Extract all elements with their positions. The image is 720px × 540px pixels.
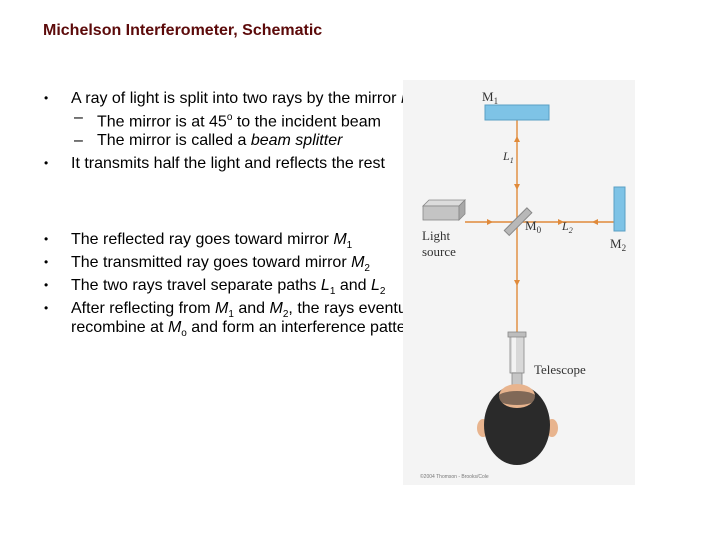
path-subscript: 1 [329,286,336,298]
path-symbol: L [370,277,380,295]
m0-label: M0 [525,218,542,235]
bullet-text: After reflecting from [71,300,216,318]
bullet-dot: • [44,278,49,293]
bullet-text: The two rays travel separate paths [71,277,321,295]
bullet-reflected: • The reflected ray goes toward mirror M… [44,230,464,252]
arrow-left-icon [592,219,598,225]
bullet-dot: • [44,91,49,105]
beam-splitter-term: beam splitter [250,132,343,150]
mirror-symbol: M [167,319,182,337]
light-source-icon [422,199,466,221]
observer-head [477,384,558,465]
light-source-label-1: Light [422,228,451,243]
l1-label: L1 [502,149,514,165]
bullet-text: It transmits half the light and reflects… [71,155,385,173]
slide-title: Michelson Interferometer, Schematic [43,22,323,39]
ray-arrows [487,136,598,286]
light-source-label-2: source [422,244,456,259]
sub-bullet-angle: – The mirror is at 45o to the incident b… [44,108,464,131]
mirror-symbol: M [215,300,229,318]
arrow-down-icon [514,184,520,190]
mirror-subscript: o [181,328,187,340]
sub-bullet-name: – The mirror is called a beam splitter [44,131,464,150]
bullet-text: A ray of light is split into two rays by… [71,90,401,107]
interferometer-figure: M1 L1 M0 L2 M2 Light source Telescope ©2… [403,80,635,485]
arrow-right-icon [558,219,564,225]
bullet-text: The reflected ray goes toward mirror [71,231,334,249]
arrow-right-icon [487,219,493,225]
hair [484,385,550,465]
m2-label: M2 [610,236,626,253]
copyright-label: ©2004 Thomson - Brooks/Cole [420,473,489,480]
degree-mark: o [226,112,233,123]
diagram-labels: M1 L1 M0 L2 M2 Light source Telescope ©2… [420,89,626,480]
bullet-text: The transmitted ray goes toward mirror [71,254,352,272]
bullet-dot: • [44,255,49,270]
bullet-text: and [233,300,270,318]
arrow-down-icon [514,280,520,286]
bullet-transmitted: • The transmitted ray goes toward mirror… [44,253,464,275]
path-symbol: L [320,277,330,295]
bullet-dot: • [44,301,49,316]
bullet-dot: • [44,232,49,247]
sub-bullet-text: to the incident beam [232,113,381,131]
mirror-symbol: M [351,254,365,272]
sub-bullet-text: The mirror is called a [97,132,251,150]
bullet-transmits: • It transmits half the light and reflec… [44,154,464,173]
mirror-m1 [484,104,550,121]
m1-label: M1 [482,89,498,106]
bullet-text: and [335,277,371,295]
bullet-dot: • [44,156,49,171]
mirror-subscript: 2 [282,309,289,321]
mirror-m2 [613,186,626,232]
mirror-subscript: 1 [228,309,234,321]
arrow-up-icon [514,136,520,142]
mirror-subscript: 2 [364,263,370,275]
bullet-paths: • The two rays travel separate paths L1 … [44,276,464,298]
telescope-icon [507,331,527,390]
sub-bullet-dash: – [74,132,83,150]
mirror-symbol: M [269,300,283,318]
interferometer-diagram: M1 L1 M0 L2 M2 Light source Telescope ©2… [403,80,635,485]
l2-label: L2 [561,219,573,235]
bullet-recombine: • After reflecting from M1 and M2, the r… [44,299,464,340]
mirror-symbol: M [333,231,347,249]
bullet-text: , the rays eventually recombine at [71,300,431,337]
sub-bullet-text: The mirror is at 45 [97,113,227,131]
bullet-text: and form an interference pattern [186,319,420,337]
mirror-subscript: 1 [346,240,353,252]
telescope-label: Telescope [534,362,586,377]
bullet-split-ray: • A ray of light is split into two rays … [44,89,464,110]
sub-bullet-dash: – [74,109,83,126]
path-subscript: 2 [379,286,386,298]
bullet-list: • A ray of light is split into two rays … [44,89,464,340]
beam-splitter [503,207,533,237]
